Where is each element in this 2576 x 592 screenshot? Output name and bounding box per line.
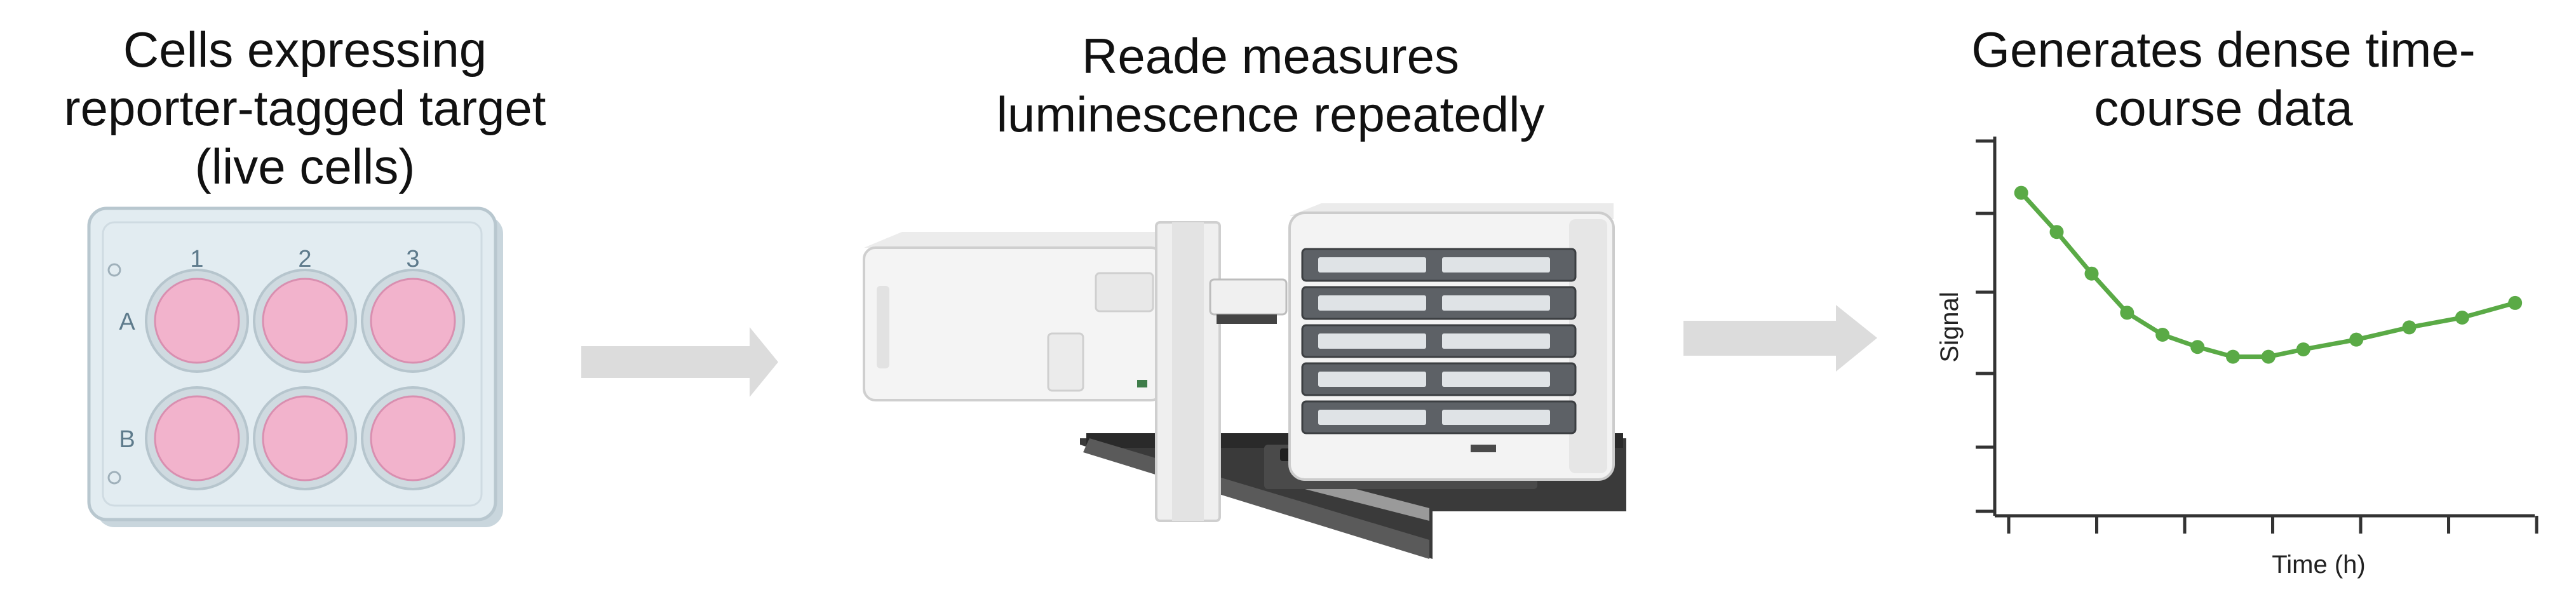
- series-signal-points: [2014, 185, 2523, 364]
- left-module-window: [1095, 272, 1154, 313]
- plate-row-label: A: [119, 309, 135, 335]
- left-module-front: [863, 246, 1164, 401]
- shelf-label-left: [1318, 295, 1426, 311]
- well: [262, 395, 348, 481]
- shelf-label-left: [1318, 410, 1426, 425]
- plate-reader-instrument: [863, 203, 1626, 559]
- chart-x-axis-label: Time (h): [2272, 551, 2365, 579]
- data-point: [2084, 266, 2099, 281]
- shelf-label-right: [1442, 372, 1550, 387]
- data-point: [2261, 349, 2276, 364]
- stacker-shelf: [1301, 362, 1577, 396]
- data-point: [2155, 327, 2170, 342]
- shelf-label-left: [1318, 372, 1426, 387]
- panel-title-line: course data: [2094, 80, 2353, 136]
- plate-notch-top: [107, 263, 121, 277]
- panel-title-line: luminescence repeatedly: [996, 86, 1545, 142]
- shelf-label-left: [1318, 257, 1426, 272]
- data-point: [2296, 342, 2310, 357]
- left-module-stripe: [877, 286, 889, 368]
- data-point: [2049, 225, 2064, 239]
- well: [370, 278, 456, 364]
- well: [370, 395, 456, 481]
- stacker-shelf: [1301, 324, 1577, 358]
- stacker-shelves: [1301, 248, 1577, 434]
- shelf-label-right: [1442, 295, 1550, 311]
- panel-title-line: Generates dense time-: [1971, 22, 2476, 77]
- shelf-label-left: [1318, 333, 1426, 349]
- shelf-label-right: [1442, 257, 1550, 272]
- panel-title-line: (live cells): [194, 138, 415, 194]
- plate-wells: [145, 269, 465, 490]
- left-module-top: [864, 232, 1194, 248]
- plate-row-labels: AB: [119, 309, 135, 453]
- plate-column-label: 1: [190, 246, 203, 272]
- plate-row-label: B: [119, 426, 135, 453]
- plate-column-label: 2: [298, 246, 311, 272]
- data-point: [2349, 332, 2364, 347]
- reader-tower-face: [1172, 222, 1204, 521]
- chart-y-axis-label: Signal: [1936, 292, 1964, 362]
- stacker-shelf: [1301, 248, 1577, 282]
- plate-column-label: 3: [406, 246, 419, 272]
- shelf-label-right: [1442, 333, 1550, 349]
- data-point: [2402, 320, 2417, 335]
- data-point: [2508, 295, 2523, 310]
- data-point: [2014, 185, 2028, 200]
- data-point: [2120, 306, 2134, 320]
- stacker-slot: [1471, 445, 1496, 452]
- data-point: [2455, 311, 2469, 325]
- panel-title-line: reporter-tagged target: [64, 80, 546, 136]
- reader-injector-arm: [1209, 278, 1288, 316]
- plate-column-labels: 1 2 3: [190, 246, 419, 272]
- well: [154, 278, 240, 364]
- panel-title-line: Cells expressing: [123, 22, 487, 77]
- well: [154, 395, 240, 481]
- status-led: [1137, 380, 1147, 387]
- plate-rim: [102, 221, 483, 507]
- data-point: [2190, 340, 2205, 354]
- stacker-shelf: [1301, 400, 1577, 434]
- reader-injector-tip: [1217, 314, 1277, 324]
- stacker-shelf: [1301, 286, 1577, 320]
- arrow-right-2: [1683, 305, 1877, 372]
- plate-notch-bottom: [107, 471, 121, 485]
- chart-x-ticks: [2007, 516, 2539, 534]
- stacker-side: [1569, 219, 1607, 473]
- shelf-label-right: [1442, 410, 1550, 425]
- data-point: [2226, 349, 2240, 364]
- left-module-door: [1047, 332, 1084, 392]
- arrow-right-1: [581, 327, 778, 397]
- chart-y-ticks: [1976, 139, 1995, 513]
- well: [262, 278, 348, 364]
- signal-timecourse-chart: Time (h) Signal: [1936, 137, 2539, 579]
- panel-title-timecourse: Generates dense time-course data: [1919, 20, 2528, 137]
- panel-title-line: Reade measures: [1082, 28, 1459, 84]
